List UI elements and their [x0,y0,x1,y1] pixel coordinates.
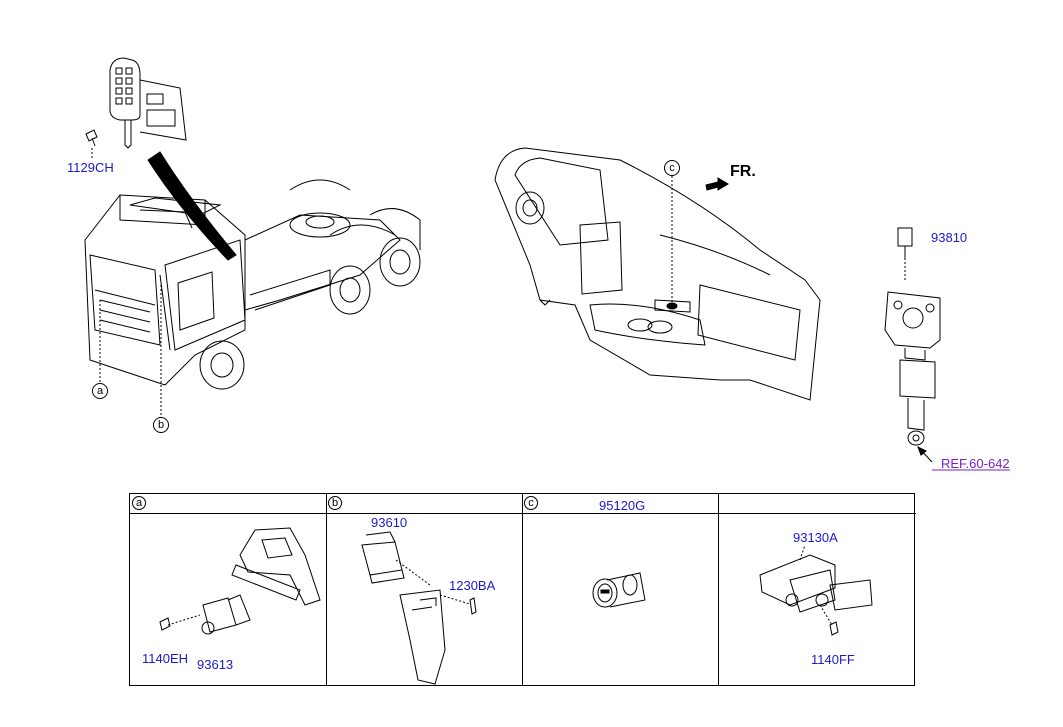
label-95120g: 95120G [599,498,646,513]
label-1140ff: 1140FF [811,652,855,667]
label-93810: 93810 [931,230,968,245]
cab-shock-absorber-illustration [884,227,941,446]
callout-a: a [92,383,108,399]
label-93613: 93613 [197,657,234,672]
label-1140eh: 1140EH [142,651,189,666]
cell-d-illustration [759,544,873,636]
key-fob-illustration [109,57,187,149]
label-93610: 93610 [371,515,408,530]
callout-c: c [664,160,680,176]
truck-illustration [84,179,421,390]
label-front-direction: FR. [730,163,756,180]
pointer-arrow [147,151,237,261]
table-callout-c: c [524,496,538,510]
label-93130a: 93130A [793,530,838,545]
table-callout-b: b [328,496,342,510]
bolt-1129ch-illustration [85,129,98,160]
table-callout-a: a [132,496,146,510]
dashboard-illustration [494,147,821,401]
cell-c-illustration [592,572,646,608]
label-1129ch: 1129CH [67,160,114,175]
callout-b: b [153,417,169,433]
label-ref-60-642[interactable]: REF.60-642 [941,456,1010,471]
parts-table [129,493,916,686]
cell-b-illustration [361,531,477,685]
front-direction-arrow [705,177,729,191]
cell-a-illustration [159,527,321,635]
label-1230ba: 1230BA [449,578,496,593]
